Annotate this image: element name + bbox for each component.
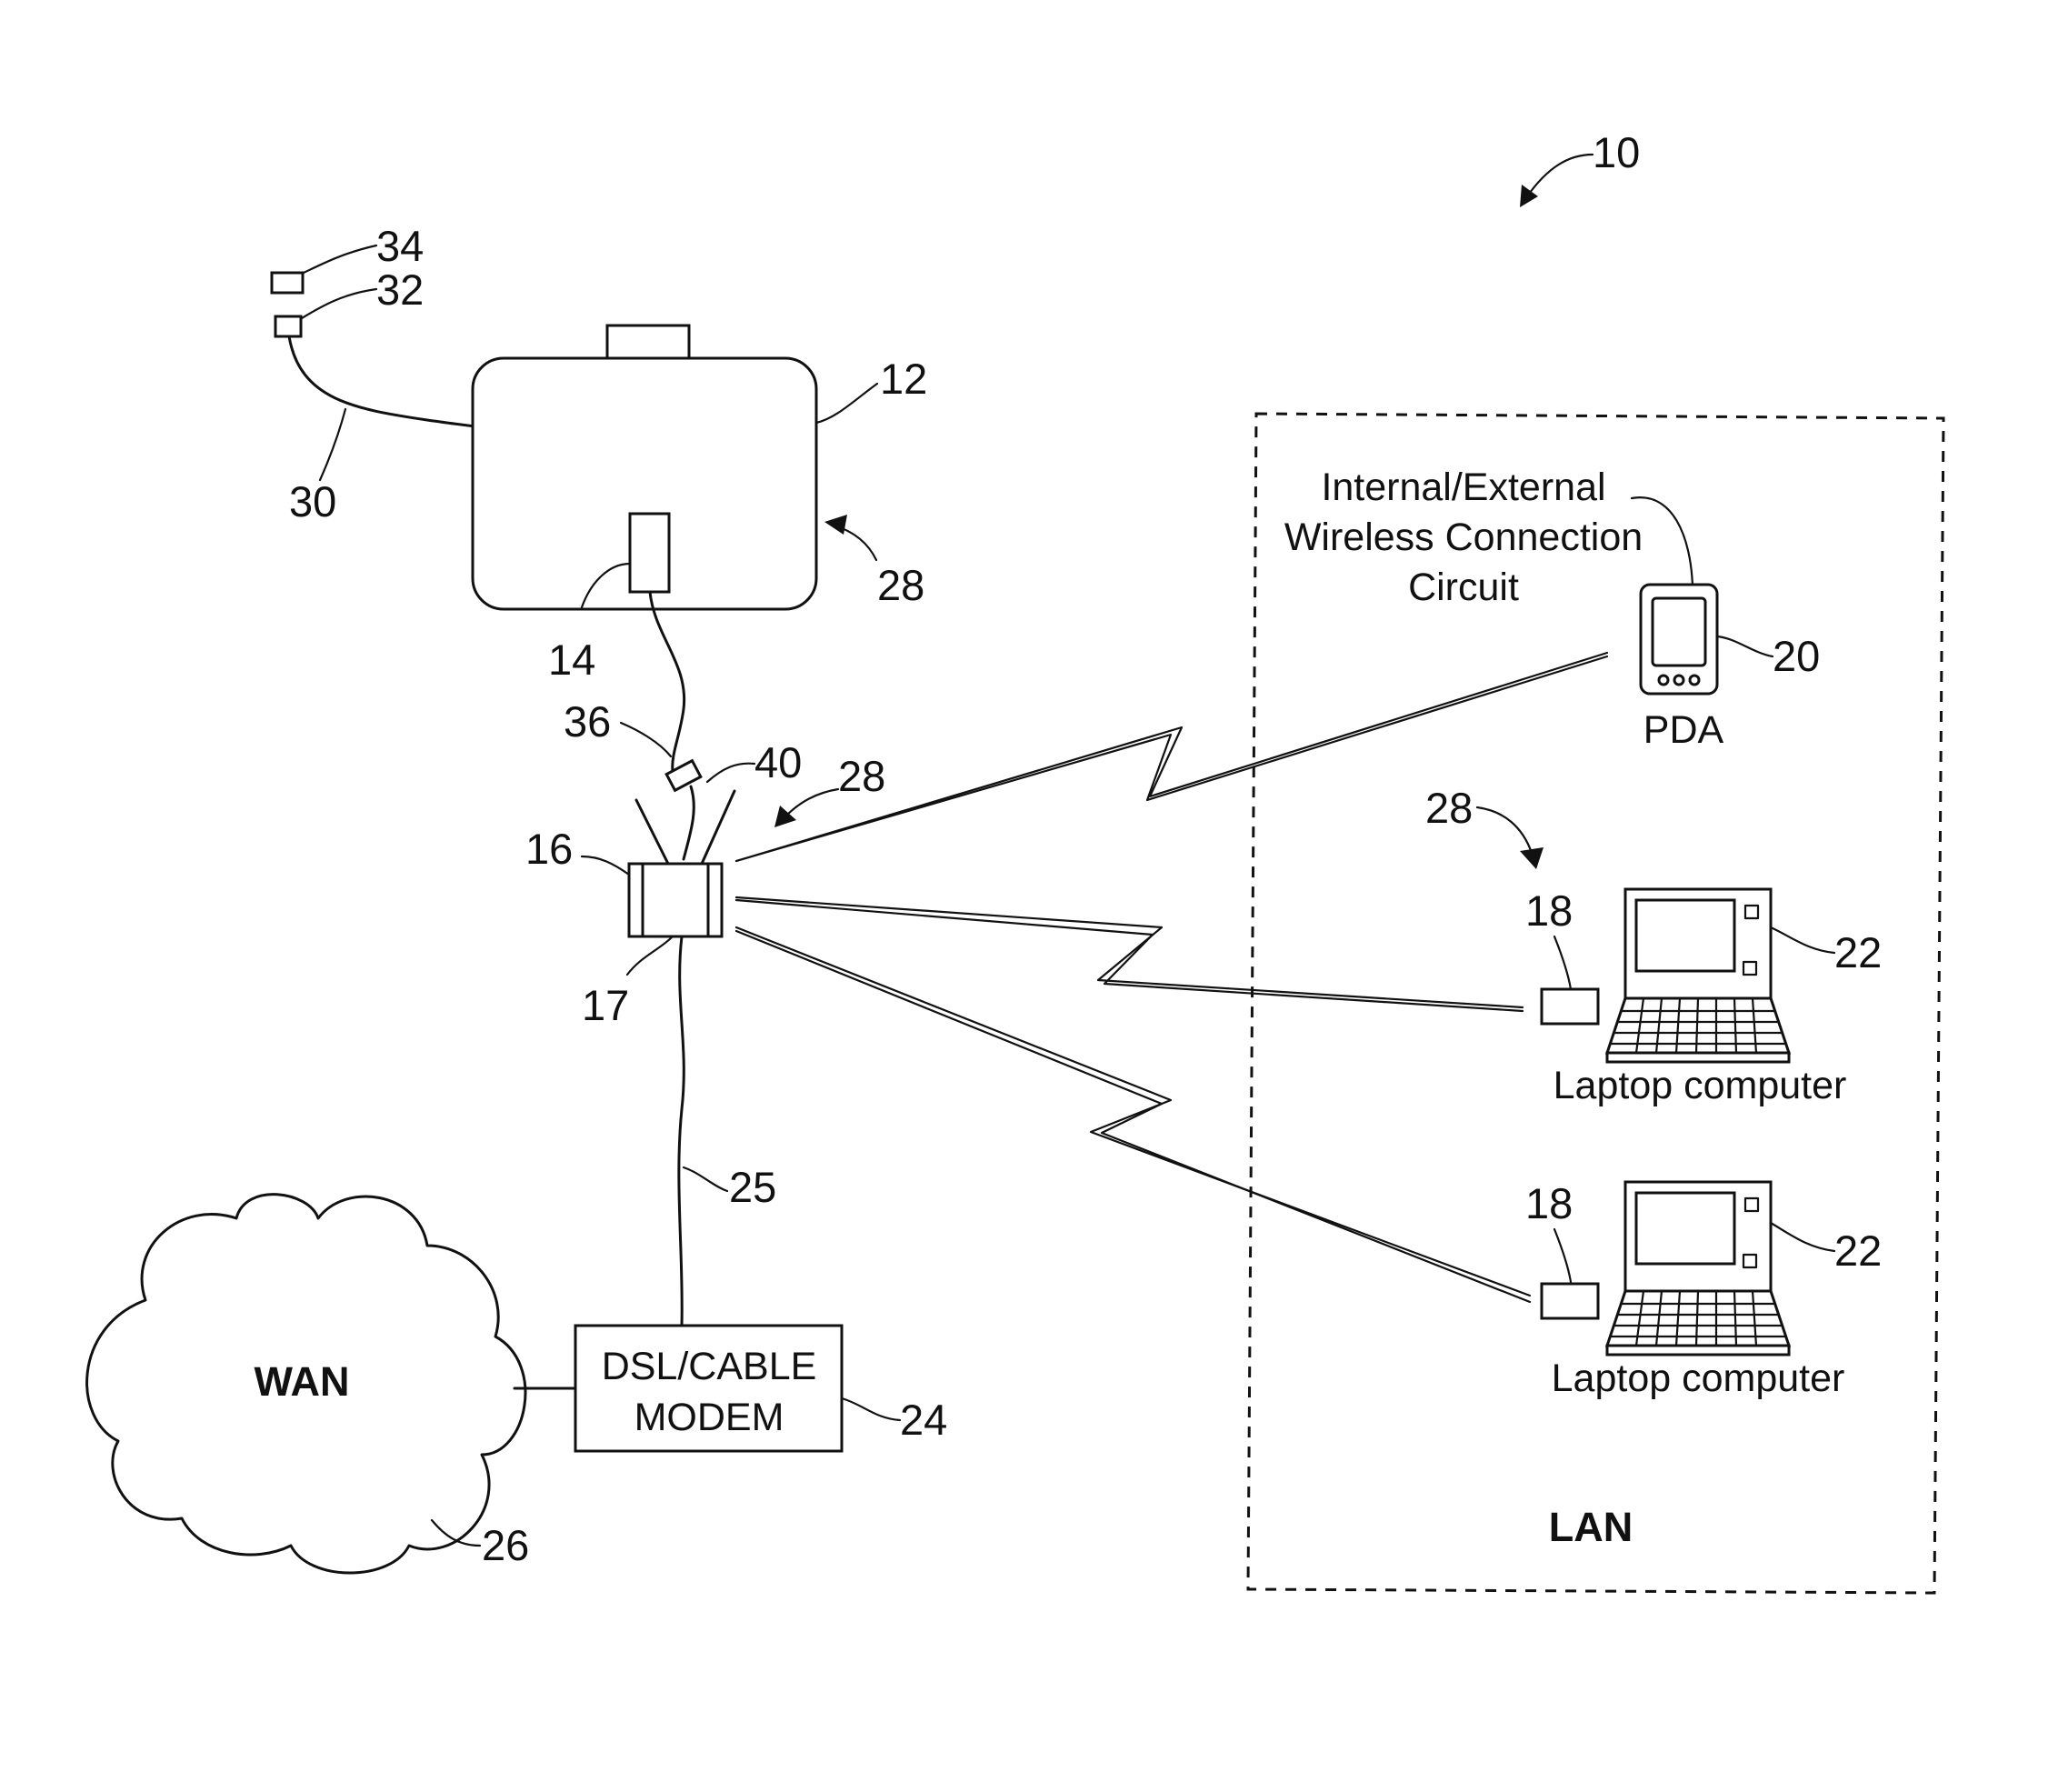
connector-34-ref: 34 [376, 222, 424, 270]
figure-reference: 10 [1520, 128, 1640, 207]
access-point-port-leader [627, 936, 673, 975]
lan-zone-arrow-icon [1520, 847, 1544, 869]
laptop-1-front-edge [1607, 1053, 1789, 1062]
laptop-2-screen [1636, 1193, 1734, 1264]
pda-button-icon [1690, 676, 1699, 685]
access-point: 16 17 28 [525, 752, 885, 1029]
printer-zone-ref: 28 [877, 561, 924, 609]
printer-paper-tray [607, 325, 689, 358]
access-point-zone-ref: 28 [838, 752, 885, 800]
modem: DSL/CABLE MODEM 24 [514, 1326, 947, 1451]
cable-25: 25 [679, 936, 776, 1326]
connector-40-leader [707, 764, 754, 782]
wireless-link-laptop2-lower [736, 931, 1530, 1302]
lan-zone-ref: 28 [1425, 784, 1473, 832]
laptop-1-screen [1636, 900, 1734, 971]
access-point-ref: 16 [525, 825, 573, 873]
connector-40-ref: 40 [754, 738, 802, 786]
laptop-2-wireless-card [1542, 1284, 1598, 1318]
laptop-2-label: Laptop computer [1552, 1357, 1845, 1400]
modem-ref: 24 [900, 1396, 947, 1444]
laptop-1-ref-leader [1771, 927, 1834, 953]
laptop-1-card-ref: 18 [1525, 886, 1573, 935]
laptop-2-ref-leader [1771, 1223, 1834, 1251]
antenna-left [636, 800, 668, 864]
lan-zone-reference: 28 [1425, 784, 1544, 869]
wireless-circuit-line2: Wireless Connection [1284, 516, 1643, 559]
connector-34-shape [272, 273, 303, 293]
wan-cloud: WAN 26 [87, 1195, 530, 1573]
access-point-port-ref: 17 [582, 981, 629, 1029]
laptop-1-ref: 22 [1834, 928, 1882, 976]
wireless-circuit-line3: Circuit [1408, 566, 1519, 609]
wireless-circuit-line1: Internal/External [1321, 466, 1605, 509]
laptop-2-front-edge [1607, 1346, 1789, 1355]
laptop-2-card-ref: 18 [1525, 1179, 1573, 1227]
cable-36-leader [621, 723, 671, 756]
cable-25-line [679, 936, 684, 1326]
modem-label-line1: DSL/CABLE [602, 1345, 817, 1388]
access-point-ref-leader [582, 856, 629, 875]
interface-module-ref: 14 [548, 636, 595, 684]
connector-34-leader [304, 245, 376, 273]
laptop-2: 18 22 Laptop computer [1525, 1179, 1882, 1400]
cable-30-leader [320, 409, 345, 480]
cable-30-ref: 30 [289, 477, 336, 526]
pda-ref: 20 [1773, 632, 1820, 680]
cable-25-leader [684, 1167, 727, 1191]
pda-screen [1653, 598, 1705, 666]
wireless-circuit-label: Internal/External Wireless Connection Ci… [1284, 466, 1693, 609]
access-point-zone-leader [785, 789, 838, 816]
laptop-1-wireless-card [1542, 989, 1598, 1024]
lan-label: LAN [1549, 1504, 1633, 1550]
figure-ref-label: 10 [1593, 128, 1640, 176]
printer-ref-leader [816, 384, 877, 423]
connector-32-shape [275, 316, 301, 336]
connector-40: 40 [666, 738, 802, 859]
cable-36-ref: 36 [564, 697, 611, 746]
lan-zone-leader [1477, 807, 1532, 853]
laptop-2-ref: 22 [1834, 1226, 1882, 1275]
laptop-1-card-leader [1554, 936, 1571, 989]
antenna-right [702, 791, 734, 864]
pda-device: 20 PDA [1641, 585, 1820, 752]
pda-label: PDA [1643, 708, 1724, 752]
wireless-link-laptop1-upper [736, 897, 1523, 1007]
printer-zone-arrow-icon [824, 515, 847, 535]
connector-32-ref: 32 [376, 265, 424, 314]
laptop-1-label: Laptop computer [1553, 1064, 1847, 1107]
cable-25-ref: 25 [729, 1163, 776, 1211]
cable-36-line [650, 592, 684, 771]
pda-ref-leader [1717, 636, 1773, 656]
modem-ref-leader [842, 1398, 900, 1420]
pda-button-icon [1674, 676, 1683, 685]
connector-40-cable [684, 786, 694, 859]
wireless-links [736, 653, 1607, 1302]
modem-label-line2: MODEM [634, 1396, 784, 1439]
figure-ref-leader [1527, 155, 1593, 196]
laptop-1: 18 22 Laptop computer [1525, 886, 1882, 1107]
printer-ref: 12 [880, 355, 927, 403]
wan-ref: 26 [482, 1521, 529, 1569]
wan-label: WAN [255, 1358, 350, 1405]
printer-device: 12 28 [473, 325, 927, 609]
connector-32-leader [302, 289, 376, 318]
wireless-link-laptop1-lower [736, 900, 1523, 1011]
pda-button-icon [1659, 676, 1668, 685]
figure-ref-arrow-icon [1520, 185, 1538, 207]
laptop-2-card-leader [1554, 1229, 1571, 1282]
interface-module-shape [630, 514, 669, 592]
